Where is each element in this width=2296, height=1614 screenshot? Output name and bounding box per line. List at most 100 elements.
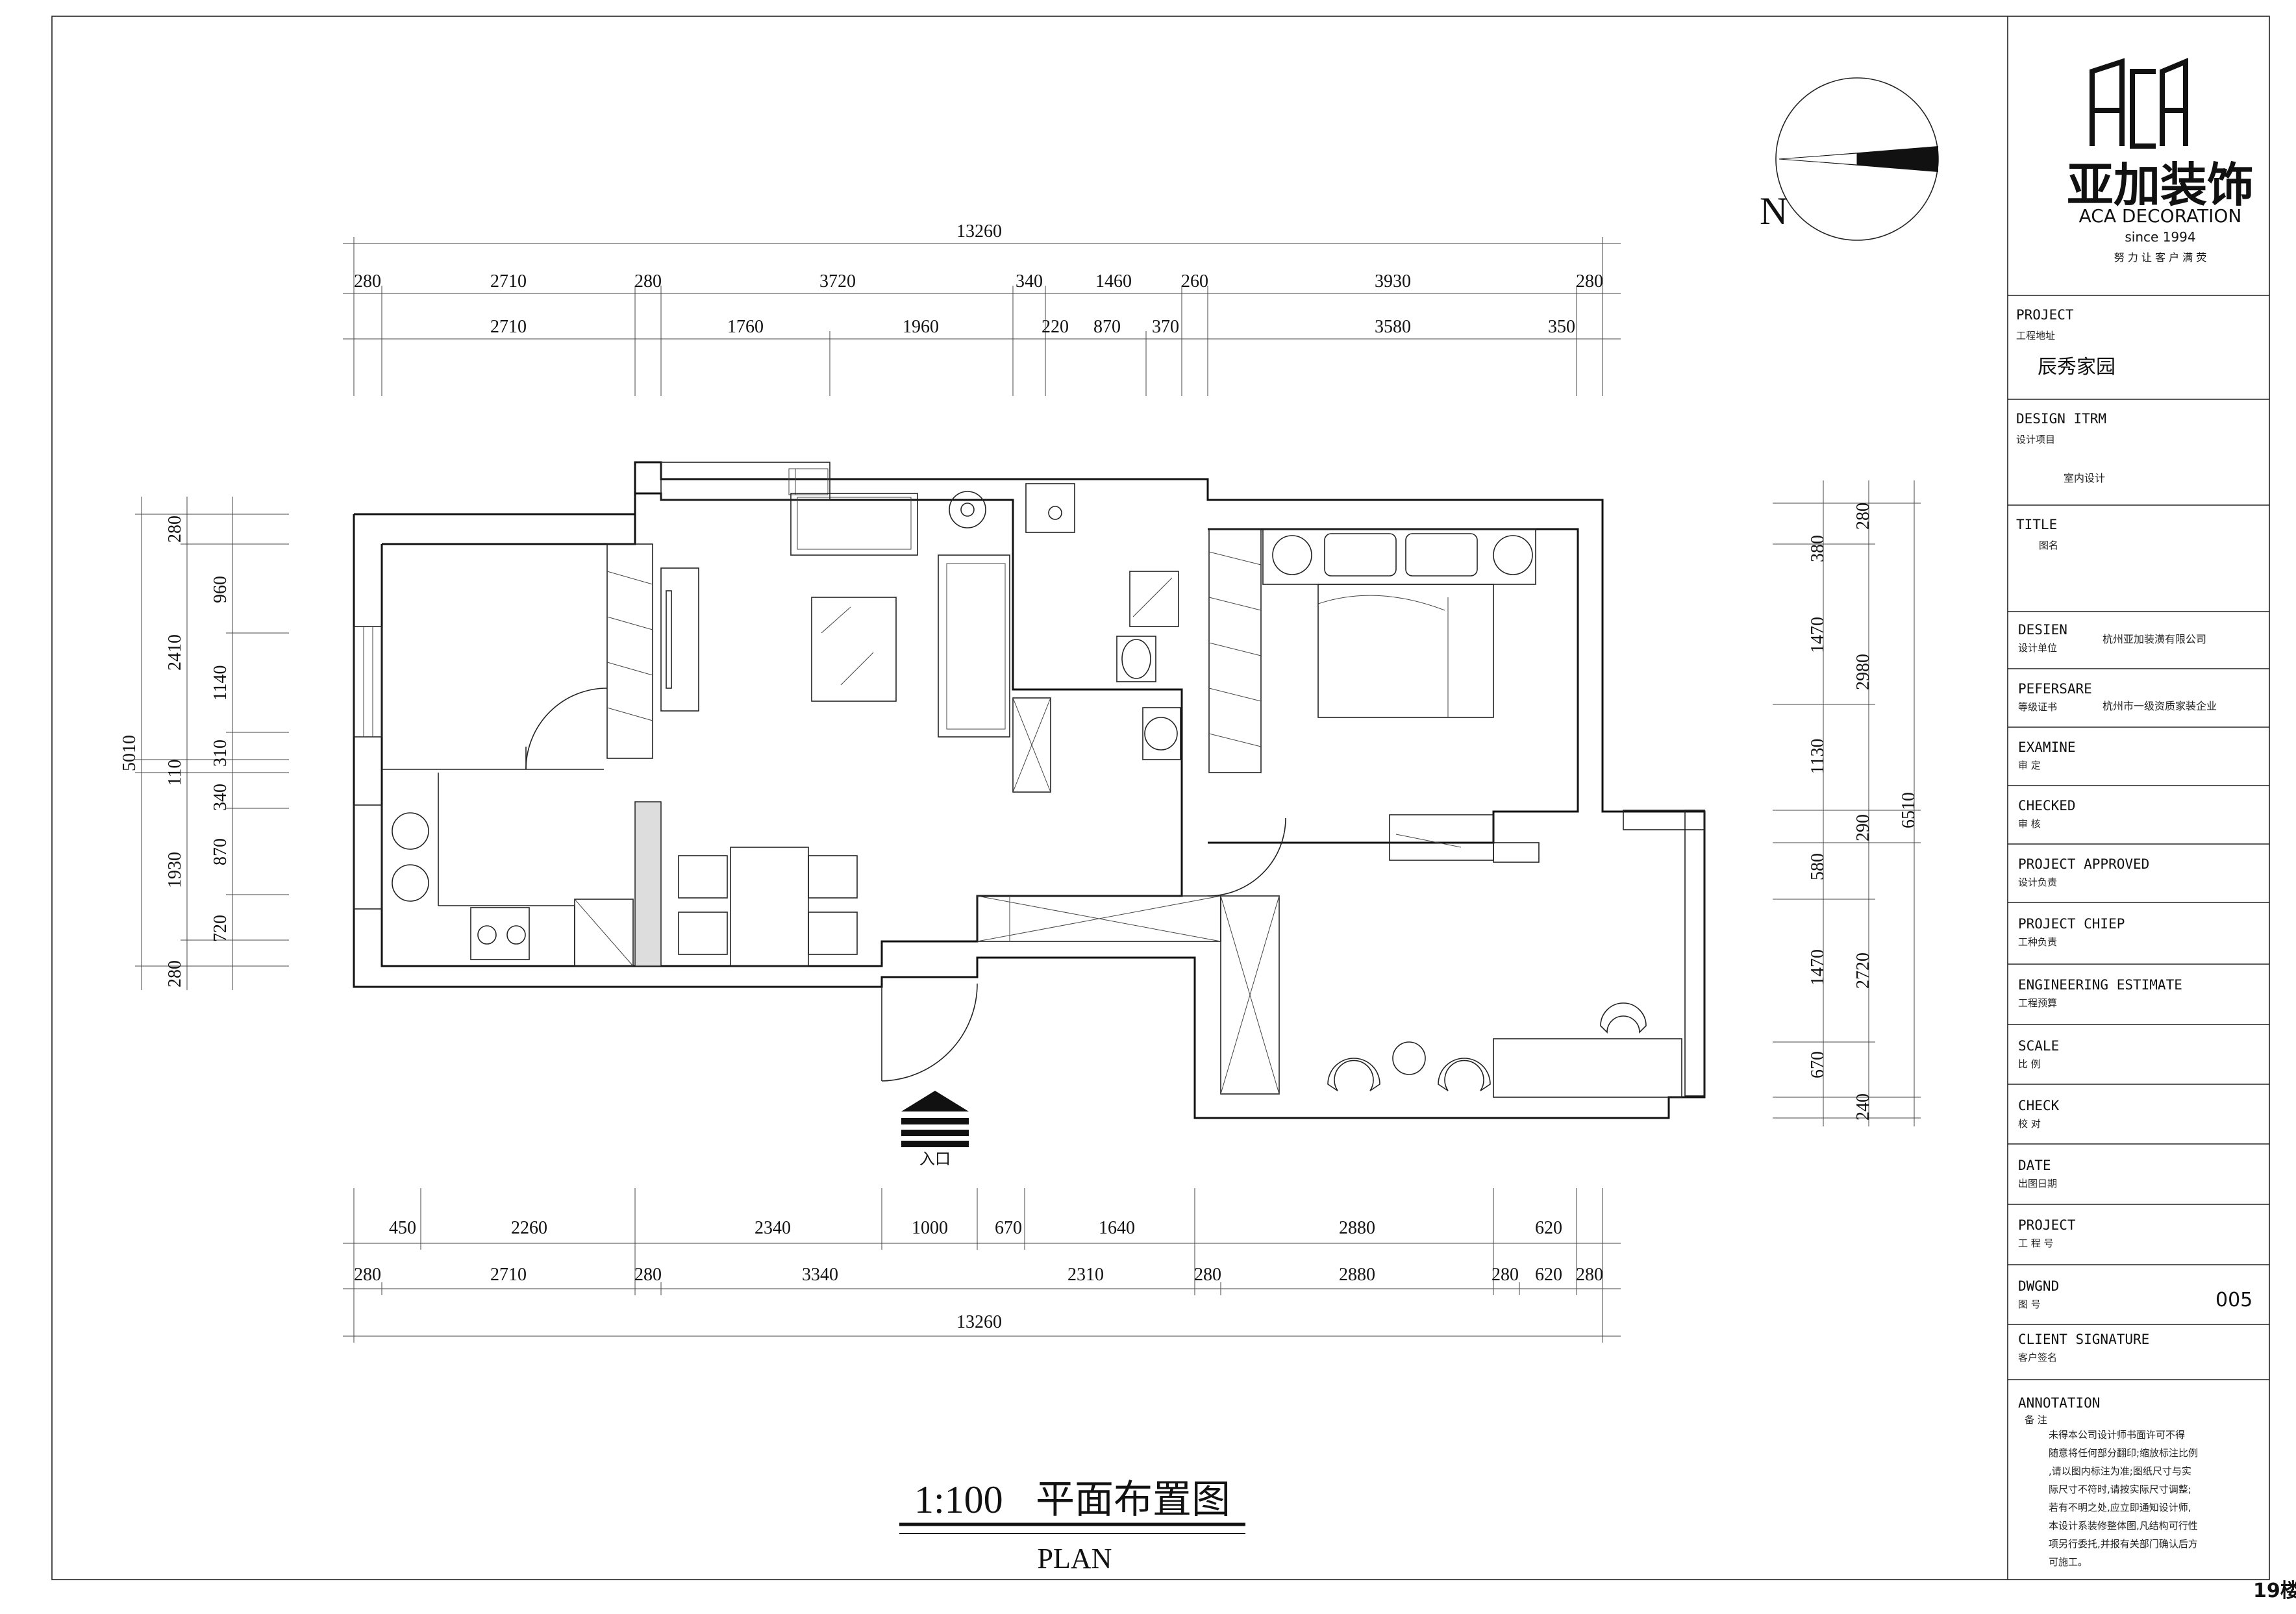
tb-estimate-label: ENGINEERING ESTIMATE [2018, 977, 2182, 993]
tb-approved-label: PROJECT APPROVED [2018, 856, 2149, 872]
dim-label: 1930 [165, 852, 185, 888]
top-dimensions: 13260 280 2710 280 3720 340 1460 260 393… [343, 221, 1621, 396]
sheet-border [51, 16, 2270, 1580]
dim-label: 3930 [1375, 271, 1411, 292]
dim-label: 280 [634, 271, 662, 292]
tb-approved-label-cn: 设计负责 [2018, 876, 2057, 888]
dim-label: 240 [1853, 1093, 1873, 1121]
dim-label: 1130 [1808, 739, 1828, 775]
watermark-19lou: 19楼 [2253, 1580, 2296, 1602]
dim-label: 340 [1016, 271, 1043, 292]
dim-label: 380 [1808, 535, 1828, 562]
dim-label: 310 [210, 739, 231, 767]
tb-chief-label: PROJECT CHIEP [2018, 916, 2125, 932]
hall-cabinets [977, 817, 1286, 1095]
brand-name-en: ACA DECORATION [2079, 205, 2242, 227]
dim-label: 2880 [1339, 1265, 1375, 1285]
dim-label: 960 [210, 576, 231, 603]
dim-left-row1: 280 2410 110 1930 280 [165, 515, 185, 987]
tb-dwgno-label: DWGND [2018, 1278, 2059, 1294]
tb-design-unit-label-cn: 设计单位 [2018, 642, 2057, 654]
annotation-line: 随意将任何部分翻印;缩放标注比例 [2049, 1447, 2198, 1459]
kitchen [353, 773, 662, 967]
dim-label: 2880 [1339, 1218, 1375, 1238]
brand-block: 亚加装饰 ACA DECORATION since 1994 努 力 让 客 户… [2008, 58, 2269, 296]
aca-logo [2090, 58, 2188, 149]
right-dimensions: 6510 280 2980 290 2720 240 380 1470 1130… [1773, 480, 1921, 1126]
dim-top-overall: 13260 [956, 221, 1002, 242]
dim-label: 340 [210, 784, 231, 811]
dim-bottom-row2: 280 2710 280 3340 2310 280 2880 280 620 … [354, 1265, 1603, 1285]
dim-label: 280 [165, 515, 185, 543]
bottom-dimensions: 450 2260 2340 1000 670 1640 2880 620 280… [343, 1188, 1621, 1343]
tb-project-no-label-cn: 工 程 号 [2018, 1237, 2054, 1249]
annotation-line: 未得本公司设计师书面许可不得 [2049, 1429, 2185, 1441]
entrance-door [881, 983, 978, 1082]
dim-label: 1460 [1095, 271, 1132, 292]
bathroom [1025, 483, 1181, 760]
tb-design-item-label: DESIGN ITRM [2016, 411, 2106, 427]
dim-label: 350 [1548, 317, 1575, 337]
dim-label: 2260 [511, 1218, 547, 1238]
tb-dwgno-value: 005 [2215, 1289, 2252, 1311]
dim-label: 1640 [1099, 1218, 1135, 1238]
dim-label: 2710 [490, 317, 527, 337]
master-bedroom [1208, 528, 1540, 863]
dim-label: 870 [210, 838, 231, 865]
dim-label: 280 [1576, 1265, 1603, 1285]
tb-certificate-label-cn: 等级证书 [2018, 701, 2057, 713]
tb-design-unit-value: 杭州亚加装潢有限公司 [2103, 633, 2206, 645]
plan-scale: 1:100 [914, 1478, 1003, 1521]
tb-scale-label-cn: 比 例 [2018, 1058, 2041, 1070]
brand-slogan: 努 力 让 客 户 满 荧 [2114, 251, 2207, 264]
dim-bottom-row1: 450 2260 2340 1000 670 1640 2880 620 [389, 1218, 1562, 1238]
dim-label: 260 [1181, 271, 1208, 292]
dim-top-row2: 2710 1760 1960 220 870 370 3580 350 [490, 317, 1575, 337]
tb-annotation-label: ANNOTATION [2018, 1395, 2100, 1411]
dim-top-row1: 280 2710 280 3720 340 1460 260 3930 280 [354, 271, 1603, 292]
dim-label: 2410 [165, 634, 185, 671]
tb-client-label: CLIENT SIGNATURE [2018, 1332, 2149, 1347]
tb-date-label-cn: 出图日期 [2018, 1178, 2057, 1189]
tb-chief-label-cn: 工种负责 [2018, 936, 2057, 948]
tb-examine-label: EXAMINE [2018, 739, 2076, 755]
dim-label: 1470 [1808, 617, 1828, 653]
balcony-study [1327, 810, 1705, 1098]
annotation-line: 本设计系装修整体图,凡结构可行性 [2049, 1520, 2198, 1532]
dim-right-row1: 280 2980 290 2720 240 [1853, 503, 1873, 1121]
dim-label: 2710 [490, 271, 527, 292]
tb-certificate-value: 杭州市一级资质家装企业 [2103, 700, 2217, 712]
living-room [660, 462, 1051, 793]
tb-certificate-label: PEFERSARE [2018, 681, 2092, 697]
tb-client-label-cn: 客户签名 [2018, 1352, 2057, 1363]
dim-label: 1000 [912, 1218, 948, 1238]
dim-label: 580 [1808, 853, 1828, 880]
dim-label: 280 [354, 1265, 381, 1285]
dim-label: 670 [1808, 1051, 1828, 1078]
dim-label: 1140 [210, 665, 231, 701]
dim-label: 450 [389, 1218, 416, 1238]
annotation-line: ,请以图内标注为准;图纸尺寸与实 [2049, 1465, 2191, 1477]
entrance-label: 入口 [919, 1150, 951, 1168]
tb-project-label-cn: 工程地址 [2016, 330, 2055, 341]
tb-design-item-value: 室内设计 [2064, 472, 2105, 484]
tb-annotation-label-cn: 备 注 [2025, 1414, 2047, 1426]
tb-scale-label: SCALE [2018, 1038, 2059, 1054]
tb-estimate-label-cn: 工程预算 [2018, 997, 2057, 1009]
dim-label: 2310 [1067, 1265, 1104, 1285]
tb-title-label-cn: 图名 [2039, 540, 2058, 551]
watermark-text: 19楼 [2253, 1580, 2296, 1602]
tb-project-value: 辰秀家园 [2038, 356, 2115, 379]
dim-label: 1960 [903, 317, 939, 337]
dim-label: 290 [1853, 814, 1873, 841]
dim-label: 280 [634, 1265, 662, 1285]
entrance-marker-icon [901, 1091, 969, 1147]
dim-label: 3340 [802, 1265, 838, 1285]
dim-label: 280 [1853, 503, 1873, 530]
north-compass: N [1760, 77, 1939, 241]
dim-label: 280 [165, 960, 185, 987]
floor-plan: 入口 [353, 461, 1706, 1168]
title-block: PROJECT 工程地址 辰秀家园 DESIGN ITRM 设计项目 室内设计 … [2008, 307, 2269, 1568]
dim-label: 620 [1535, 1218, 1562, 1238]
tb-project-label: PROJECT [2016, 307, 2074, 323]
